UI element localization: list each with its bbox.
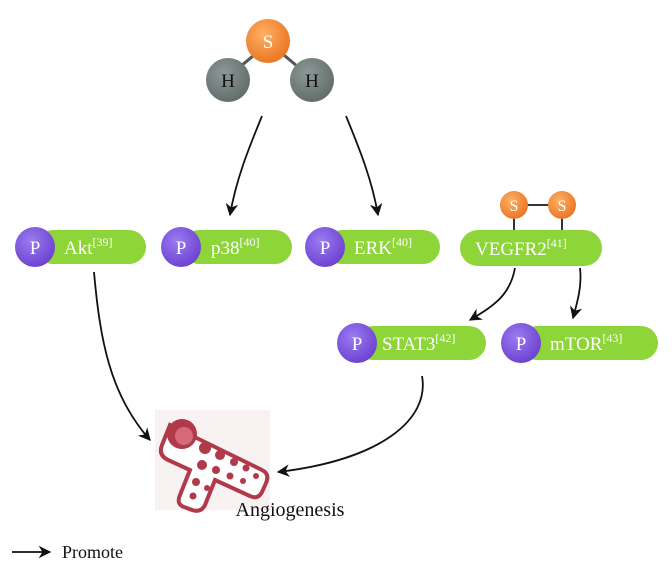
mtor-pill xyxy=(520,326,658,360)
protein-erk: P ERK[40] xyxy=(305,227,440,267)
stat3-pill xyxy=(356,326,486,360)
hydrogen-atom-left xyxy=(206,58,250,102)
erk-pill xyxy=(325,230,440,264)
p38-phospho xyxy=(161,227,201,267)
stat3-phospho xyxy=(337,323,377,363)
disulfide-s-left xyxy=(500,191,528,219)
disulfide-s-left-label: S xyxy=(510,198,519,215)
vegfr2-pill xyxy=(460,230,602,266)
hydrogen-right-label: H xyxy=(305,71,319,92)
disulfide-s-right-label: S xyxy=(558,198,567,215)
p38-label: p38[40] xyxy=(211,235,260,259)
blood-vessel-icon: Angiogenesis xyxy=(155,410,345,521)
akt-label: Akt[39] xyxy=(64,235,113,259)
erk-phospho-label: P xyxy=(320,238,331,259)
legend: Promote xyxy=(12,542,123,562)
arrow-stat3-angiogenesis xyxy=(276,375,424,477)
arrow-h2s-erk xyxy=(345,115,383,217)
angiogenesis-label: Angiogenesis xyxy=(236,499,345,521)
arrow-vegfr2-mtor xyxy=(569,267,583,320)
blood-cells xyxy=(189,442,259,500)
stat3-label: STAT3[42] xyxy=(382,331,455,355)
akt-phospho xyxy=(15,227,55,267)
disulfide-s-right xyxy=(548,191,576,219)
p38-pill xyxy=(182,230,292,264)
hydrogen-atom-right xyxy=(290,58,334,102)
sulfur-atom-label: S xyxy=(263,32,274,53)
h2s-molecule: S H H xyxy=(206,19,334,102)
sulfur-atom xyxy=(246,19,290,63)
protein-akt: P Akt[39] xyxy=(15,227,146,267)
protein-vegfr2: S S VEGFR2[41] xyxy=(460,191,602,266)
akt-pill xyxy=(36,230,146,264)
protein-stat3: P STAT3[42] xyxy=(337,323,486,363)
mtor-phospho xyxy=(501,323,541,363)
legend-label: Promote xyxy=(62,542,123,562)
p38-phospho-label: P xyxy=(176,238,187,259)
protein-mtor: P mTOR[43] xyxy=(501,323,658,363)
akt-phospho-label: P xyxy=(30,238,41,259)
erk-phospho xyxy=(305,227,345,267)
arrow-vegfr2-stat3 xyxy=(468,267,516,321)
arrow-h2s-p38 xyxy=(225,115,263,217)
vessel-lumen xyxy=(175,427,193,445)
mtor-phospho-label: P xyxy=(516,334,527,355)
protein-p38: P p38[40] xyxy=(161,227,292,267)
stat3-phospho-label: P xyxy=(352,334,363,355)
mtor-label: mTOR[43] xyxy=(550,331,622,355)
hydrogen-left-label: H xyxy=(221,71,235,92)
arrow-akt-angiogenesis xyxy=(93,271,151,441)
vegfr2-label: VEGFR2[41] xyxy=(475,236,567,260)
erk-label: ERK[40] xyxy=(354,235,412,259)
arrows xyxy=(93,115,583,477)
